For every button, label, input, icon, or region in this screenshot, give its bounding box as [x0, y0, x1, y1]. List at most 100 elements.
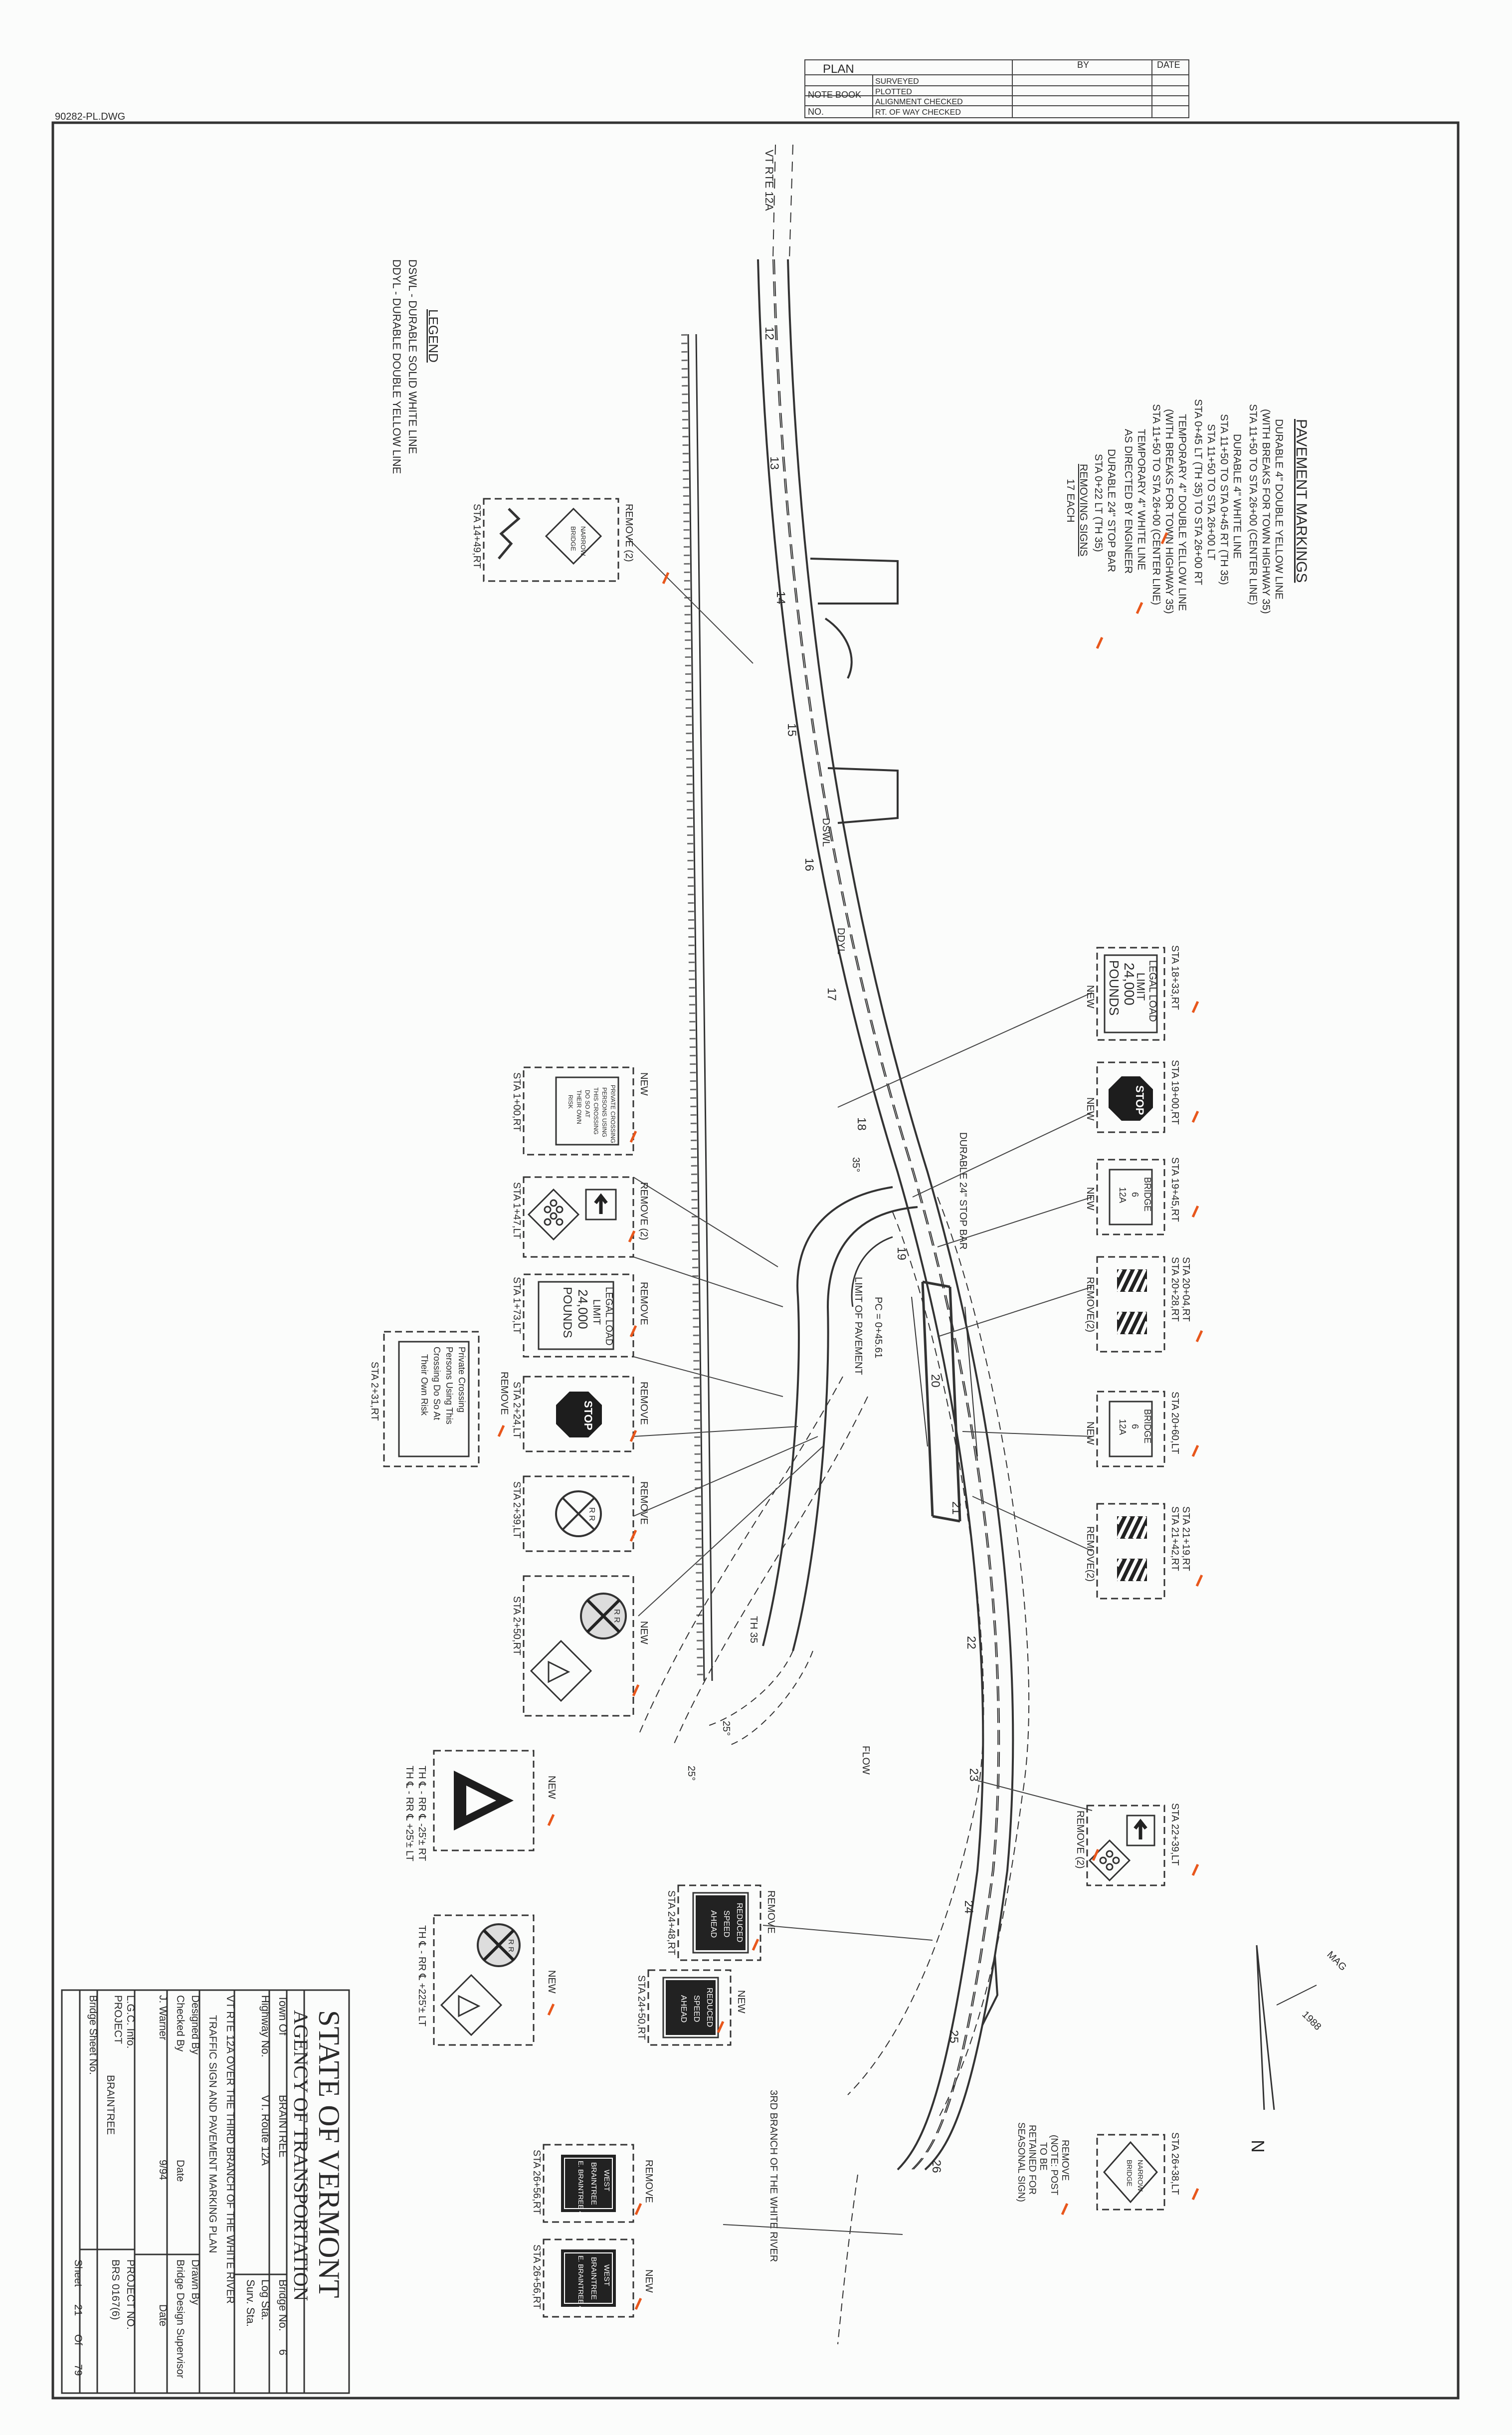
sta-label: STA 2+50,RT — [511, 1596, 522, 1655]
project-name: BRAINTREE — [105, 2075, 116, 2135]
note-text: REMOVE — [1060, 2140, 1070, 2181]
sign-text: 6 — [1130, 1424, 1140, 1429]
state-title: STATE OF VERMONT — [313, 2010, 346, 2298]
legend-title: LEGEND — [426, 309, 441, 363]
new-label: NEW — [1085, 985, 1096, 1009]
checked-by: Checked By — [175, 1995, 186, 2052]
sign-text: THIS CROSSING — [592, 1087, 599, 1135]
sign-text: E. BRAINTREE 4 — [577, 2161, 585, 2215]
rr-text: R R — [612, 1609, 621, 1623]
sign-text: Their Own Risk — [419, 1354, 429, 1416]
station-label: 24 — [962, 1900, 975, 1914]
sta-label: STA 1+00,RT — [511, 1072, 522, 1132]
sign-text: BRIDGE — [1126, 2160, 1134, 2187]
pavement-markings-title: PAVEMENT MARKINGS — [1293, 419, 1310, 583]
sta-label: STA 2+39,LT — [511, 1481, 522, 1538]
pm-line: STA 11+50 TO STA 26+00 (CENTER LINE) — [1150, 404, 1162, 605]
th-label: TH ℄ - RR ℄ +25'± LT — [404, 1766, 415, 1861]
remove-label: REMOVE — [638, 1282, 649, 1325]
sign-private-crossing-new: PRIVATE CROSSING PERSONS USING THIS CROS… — [511, 1066, 649, 1156]
sta-label: STA 19+45,RT — [1169, 1157, 1180, 1222]
remove-label: REMOVE — [643, 2160, 654, 2203]
sta-label: STA 2+24,LT — [511, 1382, 522, 1438]
pm-line: AS DIRECTED BY ENGINEER — [1123, 429, 1134, 574]
stop-text: STOP — [582, 1401, 594, 1430]
remove-label: REMOVE — [499, 1372, 510, 1415]
pm-line: STA 11+50 TO STA 26+00 LT — [1205, 424, 1217, 560]
drawing-id: 90282-PL.DWG — [55, 111, 125, 122]
sign-text: NARROW — [1136, 2160, 1144, 2192]
sign-text: Crossing Do So At — [432, 1347, 442, 1420]
bridge-structure — [911, 1280, 978, 1523]
project-desc: VT RTE 12A OVER THE THIRD BRANCH OF THE … — [224, 1995, 236, 2304]
pm-line: DURABLE 24" STOP BAR — [1106, 449, 1117, 572]
sign-west-braintree-remove: WEST BRAINTREE E. BRAINTREE 4 REMOVE STA… — [531, 2144, 654, 2223]
surv-sta: Surv. Sta. — [244, 2279, 257, 2327]
new-label: NEW — [546, 1776, 557, 1799]
ddyl-label: DDYL — [835, 928, 846, 954]
station-label: 20 — [929, 1374, 942, 1388]
notebook-notebook: NOTE BOOK — [808, 90, 861, 100]
remove-label: REMOVE — [638, 1481, 649, 1525]
new-label: NEW — [736, 1990, 747, 2014]
checker: J. Warner — [157, 1995, 169, 2040]
new-label: NEW — [546, 1970, 557, 1994]
remove-label: REMOVE — [765, 1890, 776, 1934]
sta-label: STA 20+04,RT — [1180, 1257, 1191, 1322]
pm-line: (WITH BREAKS FOR TOWN HIGHWAY 35) — [1260, 409, 1272, 614]
notebook-date: DATE — [1157, 60, 1180, 70]
note-text: (NOTE: POST — [1049, 2135, 1059, 2196]
date-value: 9/94 — [157, 2160, 169, 2180]
station-label: 12 — [762, 327, 776, 340]
sign-text: BRAINTREE — [589, 2162, 598, 2205]
pm-line: STA 11+50 TO STA 26+00 (CENTER LINE) — [1247, 404, 1259, 605]
sign-text: LIMIT — [1134, 973, 1147, 1001]
pc-label: PC = 0+45.61 — [873, 1297, 884, 1358]
pm-line: DURABLE 4" DOUBLE YELLOW LINE — [1273, 419, 1285, 600]
notebook-row: ALIGNMENT CHECKED — [875, 98, 963, 106]
notebook-no: NO. — [808, 107, 824, 117]
river-label: 3RD BRANCH OF THE WHITE RIVER — [768, 2090, 779, 2262]
sign-object-markers-remove-2: STA 21+19,RT STA 21+42,RT REMOVE(2) — [1085, 1503, 1191, 1600]
lgc-info: L.G.C. Info. — [125, 1995, 136, 2048]
bridge-sheet-label: Bridge Sheet No. — [87, 1995, 99, 2075]
sign-legal-load-new: LEGAL LOAD LIMIT 24,000 POUNDS STA 18+33… — [1085, 945, 1180, 1041]
date-label: Date — [175, 2160, 186, 2182]
sign-text: 24,000 — [1122, 963, 1137, 1006]
north-year: 1988 — [1300, 2009, 1323, 2032]
new-label: NEW — [1085, 1187, 1096, 1211]
station-label: 17 — [825, 988, 838, 1001]
sheet-total: 79 — [72, 2364, 84, 2376]
th-label: TH ℄ - RR ℄ -25'± RT — [416, 1766, 427, 1861]
bridge-no: 6 — [277, 2349, 289, 2355]
north-arrow: MAG 1988 N — [1248, 1945, 1348, 2153]
agency-title: AGENCY OF TRANSPORTATION — [290, 2010, 312, 2301]
sta-label: STA 20+60,LT — [1169, 1392, 1180, 1454]
flow-label: FLOW — [860, 1746, 871, 1775]
designed-by: Designed By — [189, 1995, 201, 2055]
sign-reduced-speed-new: REDUCED SPEED AHEAD NEW STA 24+50,RT — [636, 1969, 747, 2046]
new-label: NEW — [1085, 1421, 1096, 1445]
rr-text: R R — [507, 1939, 515, 1952]
sign-text: LEGAL LOAD — [1147, 960, 1158, 1022]
sign-text: BRIDGE — [569, 526, 577, 551]
sign-text: NARROW — [579, 526, 587, 556]
station-label: 22 — [964, 1636, 978, 1649]
sign-text: BRIDGE — [1142, 1177, 1152, 1212]
legend-line: DSWL - DURABLE SOLID WHITE LINE — [406, 259, 419, 454]
station-label: 21 — [949, 1501, 963, 1515]
sign-text: 6 — [1130, 1192, 1140, 1197]
sign-text: 12A — [1118, 1187, 1128, 1203]
notebook-row: SURVEYED — [875, 77, 919, 86]
sign-rr-crossing-remove: R R REMOVE STA 2+39,LT — [511, 1475, 649, 1552]
project-no-label: PROJECT NO. — [125, 2259, 136, 2330]
title-block — [61, 1989, 350, 2394]
pm-line: 17 EACH — [1065, 479, 1076, 523]
sta-label: STA 19+00,RT — [1169, 1060, 1180, 1125]
notebook-table — [804, 59, 1189, 118]
sign-bridge-new: BRIDGE 6 12A STA 19+45,RT NEW — [1085, 1157, 1180, 1235]
pm-line: TEMPORARY 4" DOUBLE YELLOW LINE — [1176, 414, 1188, 611]
sheet-no: 21 — [72, 2304, 84, 2316]
sta-label: STA 26+56,RT — [531, 2150, 542, 2215]
check-marks — [497, 532, 1203, 2310]
